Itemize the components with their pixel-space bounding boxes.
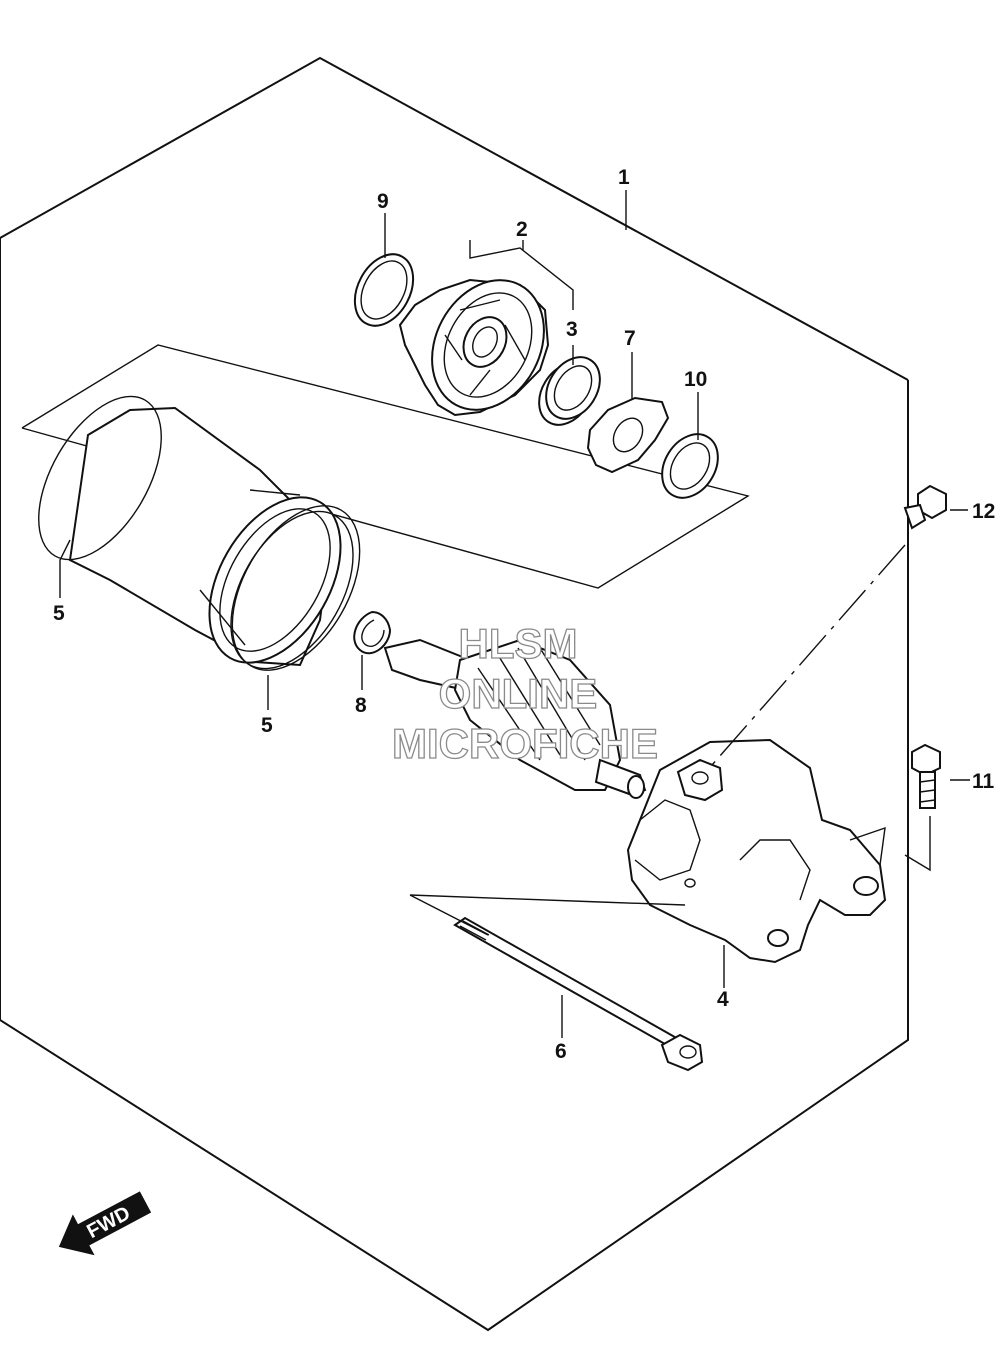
callout-3: 3 [566, 318, 578, 341]
washer-10 [661, 433, 719, 499]
assembly-outline-top [0, 56, 909, 381]
bolt-12 [903, 484, 947, 530]
end-bracket-4 [626, 738, 887, 964]
callout-labels: 1 9 2 3 7 10 12 5 5 8 11 4 6 [53, 166, 995, 1063]
o-ring-9 [353, 253, 415, 327]
lock-washer-7 [586, 396, 670, 474]
bearing-3 [538, 356, 601, 426]
assembly-outline [0, 380, 909, 1332]
forward-direction-arrow: FWD [58, 1191, 152, 1256]
watermark-line-3: MICROFICHE [392, 720, 658, 767]
sub-assembly-outline [21, 344, 750, 589]
armature [383, 638, 647, 799]
watermark: HLSM ONLINE MICROFICHE [391, 619, 658, 767]
leader-lines [59, 190, 970, 1038]
callout-5-front: 5 [53, 602, 65, 625]
circlip-8 [353, 610, 392, 655]
o-ring-5-front [38, 395, 162, 561]
callout-10: 10 [684, 368, 707, 391]
end-housing-2 [398, 278, 550, 417]
bolt-11 [911, 743, 941, 809]
callout-5-rear: 5 [261, 714, 273, 737]
callout-4: 4 [717, 988, 729, 1011]
yoke-housing [68, 406, 342, 667]
callout-1: 1 [618, 166, 630, 189]
callout-6: 6 [555, 1040, 567, 1063]
callout-7: 7 [624, 327, 636, 350]
callout-12: 12 [972, 500, 995, 523]
watermark-line-2: ONLINE [439, 670, 598, 717]
watermark-line-1: HLSM [459, 620, 578, 667]
callout-11: 11 [972, 770, 995, 793]
callout-8: 8 [355, 694, 367, 717]
fwd-arrow-icon [58, 1191, 152, 1256]
callout-2: 2 [516, 218, 528, 241]
callout-9: 9 [377, 190, 389, 213]
through-bolt-6 [453, 916, 704, 1072]
o-ring-5-rear [230, 505, 361, 671]
